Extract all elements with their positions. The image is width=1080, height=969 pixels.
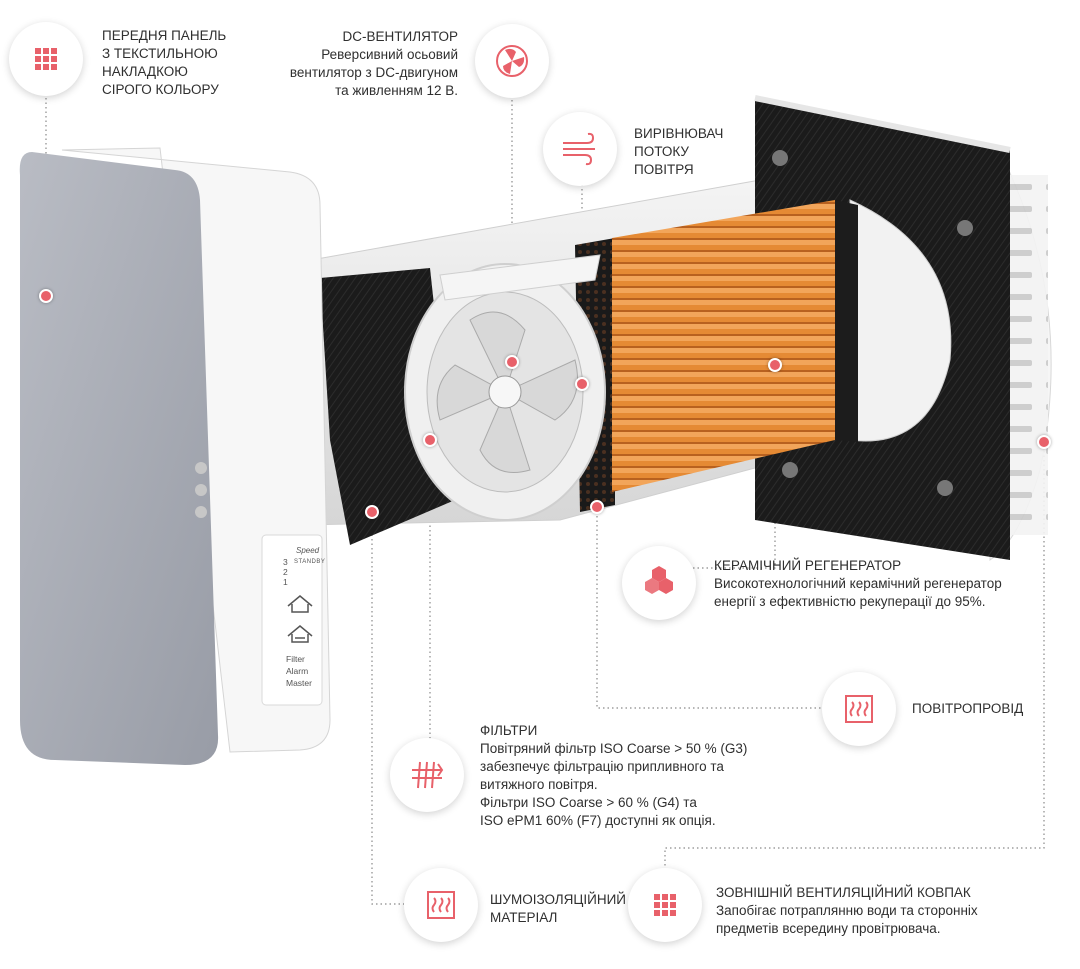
callout-insulation: ШУМОІЗОЛЯЦІЙНИЙ МАТЕРІАЛ xyxy=(490,891,626,927)
dc-fan-line-3: та живленням 12 В. xyxy=(335,83,458,98)
marker-air-duct xyxy=(590,500,604,514)
front-panel xyxy=(19,152,219,765)
ceramic-regenerator-line-2: енергії з ефективністю рекуперації до 95… xyxy=(714,594,986,609)
callout-dc-fan: DC-ВЕНТИЛЯТОР Реверсивний осьовий вентил… xyxy=(240,28,458,100)
air-duct-title: ПОВІТРОПРОВІД xyxy=(912,701,1024,716)
ceramic-regenerator-icon-circle xyxy=(622,546,696,620)
flow-straightener-line-2: ПОТОКУ xyxy=(634,144,689,159)
flow-straightener-icon-circle xyxy=(543,112,617,186)
filters-title: ФІЛЬТРИ xyxy=(480,723,538,738)
ceramic-regenerator-title: КЕРАМІЧНИЙ РЕГЕНЕРАТОР xyxy=(714,558,902,573)
insulation-line-1: ШУМОІЗОЛЯЦІЙНИЙ xyxy=(490,892,627,907)
dc-fan-line-2: вентилятор з DC-двигуном xyxy=(289,65,458,80)
dc-fan-title: DC-ВЕНТИЛЯТОР xyxy=(342,29,458,44)
heat-icon xyxy=(845,695,873,723)
speed-level-2: 2 xyxy=(283,567,288,577)
filters-line-2: забезпечує фільтрацію припливного та xyxy=(480,759,724,774)
speed-level-1: 1 xyxy=(283,577,288,587)
filters-line-4: Фільтри ISO Coarse > 60 % (G4) та xyxy=(480,795,697,810)
filters-icon-circle xyxy=(390,738,464,812)
front-panel-icon-circle xyxy=(9,22,83,96)
callout-air-duct: ПОВІТРОПРОВІД xyxy=(912,700,1023,718)
insulation-icon-circle xyxy=(404,868,478,942)
outer-hood-line-2: предметів всередину провітрювача. xyxy=(716,921,941,936)
house-exhaust-icon xyxy=(287,625,313,643)
fan-icon xyxy=(496,45,528,77)
wind-icon xyxy=(563,132,595,166)
outer-hood-line-1: Запобігає потраплянню води та сторонніх xyxy=(716,903,978,918)
marker-outer-hood xyxy=(1037,435,1051,449)
filters-line-1: Повітряний фільтр ISO Coarse > 50 % (G3) xyxy=(480,741,748,756)
front-panel-line-2: З ТЕКСТИЛЬНОЮ xyxy=(102,46,218,61)
speed-sub-label: STANDBY xyxy=(294,559,326,565)
dc-fan xyxy=(404,254,606,521)
marker-dc-fan xyxy=(505,355,519,369)
flow-straightener-line-3: ПОВІТРЯ xyxy=(634,162,694,177)
speed-label: Speed xyxy=(296,546,320,555)
grid-icon xyxy=(654,894,676,916)
hexagons-icon xyxy=(645,566,673,594)
marker-filters xyxy=(423,433,437,447)
ceramic-regenerator xyxy=(612,200,858,492)
indicator-filter: Filter xyxy=(286,654,305,664)
dc-fan-line-1: Реверсивний осьовий xyxy=(321,47,458,62)
callout-outer-hood: ЗОВНІШНІЙ ВЕНТИЛЯЦІЙНИЙ КОВПАК Запобігає… xyxy=(716,884,978,938)
marker-ceramic-regenerator xyxy=(768,358,782,372)
filters-line-3: витяжного повітря. xyxy=(480,777,598,792)
flow-straightener-line-1: ВИРІВНЮВАЧ xyxy=(634,126,724,141)
marker-flow-straightener xyxy=(575,377,589,391)
dc-fan-icon-circle xyxy=(475,24,549,98)
front-panel-line-3: НАКЛАДКОЮ xyxy=(102,64,188,79)
callout-flow-straightener: ВИРІВНЮВАЧ ПОТОКУ ПОВІТРЯ xyxy=(634,125,723,179)
outer-hood-title: ЗОВНІШНІЙ ВЕНТИЛЯЦІЙНИЙ КОВПАК xyxy=(716,885,971,900)
indicator-master: Master xyxy=(286,678,312,688)
indicator-alarm: Alarm xyxy=(286,666,309,676)
outer-hood-icon-circle xyxy=(628,868,702,942)
callout-front-panel: ПЕРЕДНЯ ПАНЕЛЬ З ТЕКСТИЛЬНОЮ НАКЛАДКОЮ С… xyxy=(102,27,226,99)
marker-front-panel xyxy=(39,289,53,303)
callout-filters: ФІЛЬТРИ Повітряний фільтр ISO Coarse > 5… xyxy=(480,722,747,830)
insulation-line-2: МАТЕРІАЛ xyxy=(490,910,558,925)
house-icon xyxy=(287,595,313,613)
front-panel-line-4: СІРОГО КОЛЬОРУ xyxy=(102,82,219,97)
grid-icon xyxy=(35,48,57,70)
speed-level-3: 3 xyxy=(283,557,288,567)
heat-icon xyxy=(427,891,455,919)
air-duct-icon-circle xyxy=(822,672,896,746)
front-panel-line-1: ПЕРЕДНЯ ПАНЕЛЬ xyxy=(102,28,227,43)
callout-ceramic-regenerator: КЕРАМІЧНИЙ РЕГЕНЕРАТОР Високотехнологічн… xyxy=(714,557,1002,611)
marker-insulation xyxy=(365,505,379,519)
filter-icon xyxy=(412,761,444,789)
ceramic-regenerator-line-1: Високотехнологічний керамічний регенерат… xyxy=(714,576,1002,591)
filters-line-5: ISO ePM1 60% (F7) доступні як опція. xyxy=(480,813,716,828)
